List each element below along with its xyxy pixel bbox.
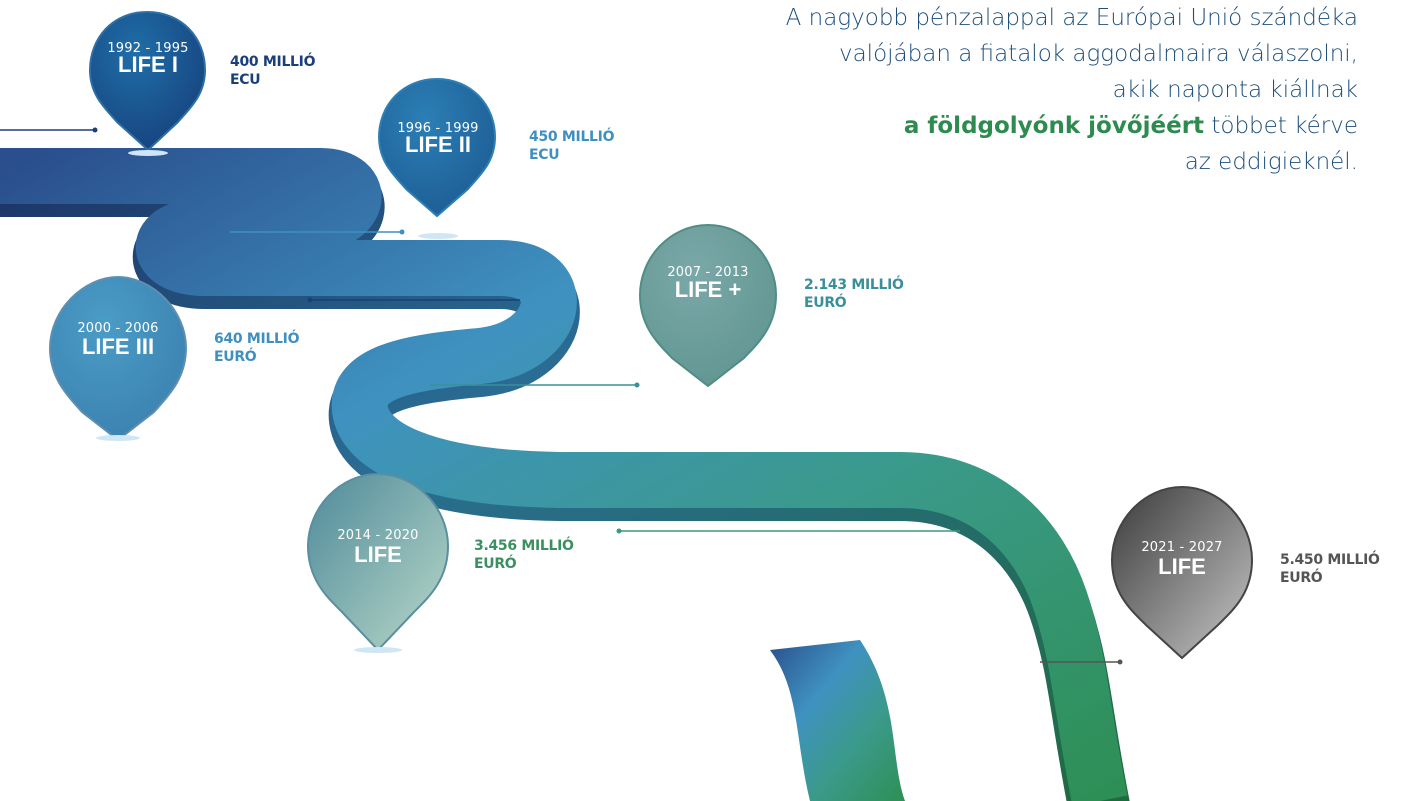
milestone-pin-2: 1996 - 1999 LIFE II — [378, 88, 498, 253]
amount-currency: EURÓ — [804, 295, 847, 311]
milestone-pin-3: 2000 - 2006 LIFE III — [58, 286, 178, 451]
milestone-pin-1: 1992 - 1995 LIFE I — [88, 8, 208, 173]
quote-highlight: a földgolyónk jövőjéért — [903, 113, 1205, 139]
milestone-amount-4: 2.143 MILLIÓ EURÓ — [804, 276, 904, 312]
pin-years: 2014 - 2020 — [337, 528, 419, 543]
quote-line-5: az eddigieknél. — [1184, 149, 1358, 175]
amount-currency: ECU — [230, 72, 261, 88]
amount-value: 640 MILLIÓ — [214, 331, 300, 347]
quote-line-2: valójában a fiatalok aggodalmaira válasz… — [838, 41, 1358, 67]
milestone-amount-3: 640 MILLIÓ EURÓ — [214, 330, 300, 366]
amount-currency: ECU — [529, 147, 560, 163]
pin-shapes — [48, 10, 1254, 660]
pin-name: LIFE — [1158, 554, 1206, 579]
pin-name: LIFE II — [405, 132, 471, 157]
milestone-pin-5: 2014 - 2020 LIFE — [318, 492, 438, 657]
milestone-amount-1: 400 MILLIÓ ECU — [230, 53, 316, 89]
pin-years: 2007 - 2013 — [667, 265, 749, 280]
amount-value: 450 MILLIÓ — [529, 129, 615, 145]
pin-years: 2021 - 2027 — [1141, 540, 1223, 555]
milestone-pin-6: 2021 - 2027 LIFE — [1122, 505, 1242, 670]
quote-line-3: akik naponta kiállnak — [1112, 77, 1358, 103]
pin-name: LIFE — [354, 542, 402, 567]
pin-name: LIFE I — [118, 52, 178, 77]
milestone-amount-2: 450 MILLIÓ ECU — [529, 128, 615, 164]
pin-years: 1996 - 1999 — [397, 121, 479, 136]
amount-value: 5.450 MILLIÓ — [1280, 552, 1380, 568]
pin-years: 1992 - 1995 — [107, 41, 189, 56]
amount-value: 2.143 MILLIÓ — [804, 277, 904, 293]
milestone-pin-4: 2007 - 2013 LIFE + — [648, 230, 768, 395]
pin-years: 2000 - 2006 — [77, 321, 159, 336]
amount-currency: EURÓ — [214, 349, 257, 365]
amount-currency: EURÓ — [474, 556, 517, 572]
amount-value: 400 MILLIÓ — [230, 54, 316, 70]
milestone-amount-6: 5.450 MILLIÓ EURÓ — [1280, 551, 1380, 587]
milestone-amount-5: 3.456 MILLIÓ EURÓ — [474, 537, 574, 573]
pin-name: LIFE + — [674, 277, 742, 302]
amount-value: 3.456 MILLIÓ — [474, 538, 574, 554]
quote-text: A nagyobb pénzalappal az Európai Unió sz… — [658, 0, 1358, 180]
quote-line-1: A nagyobb pénzalappal az Európai Unió sz… — [785, 5, 1358, 31]
quote-line-4-rest: többet kérve — [1204, 113, 1358, 139]
amount-currency: EURÓ — [1280, 570, 1323, 586]
quote-line-4: a földgolyónk jövőjéért többet kérve — [658, 108, 1358, 144]
pin-name: LIFE III — [81, 334, 155, 359]
